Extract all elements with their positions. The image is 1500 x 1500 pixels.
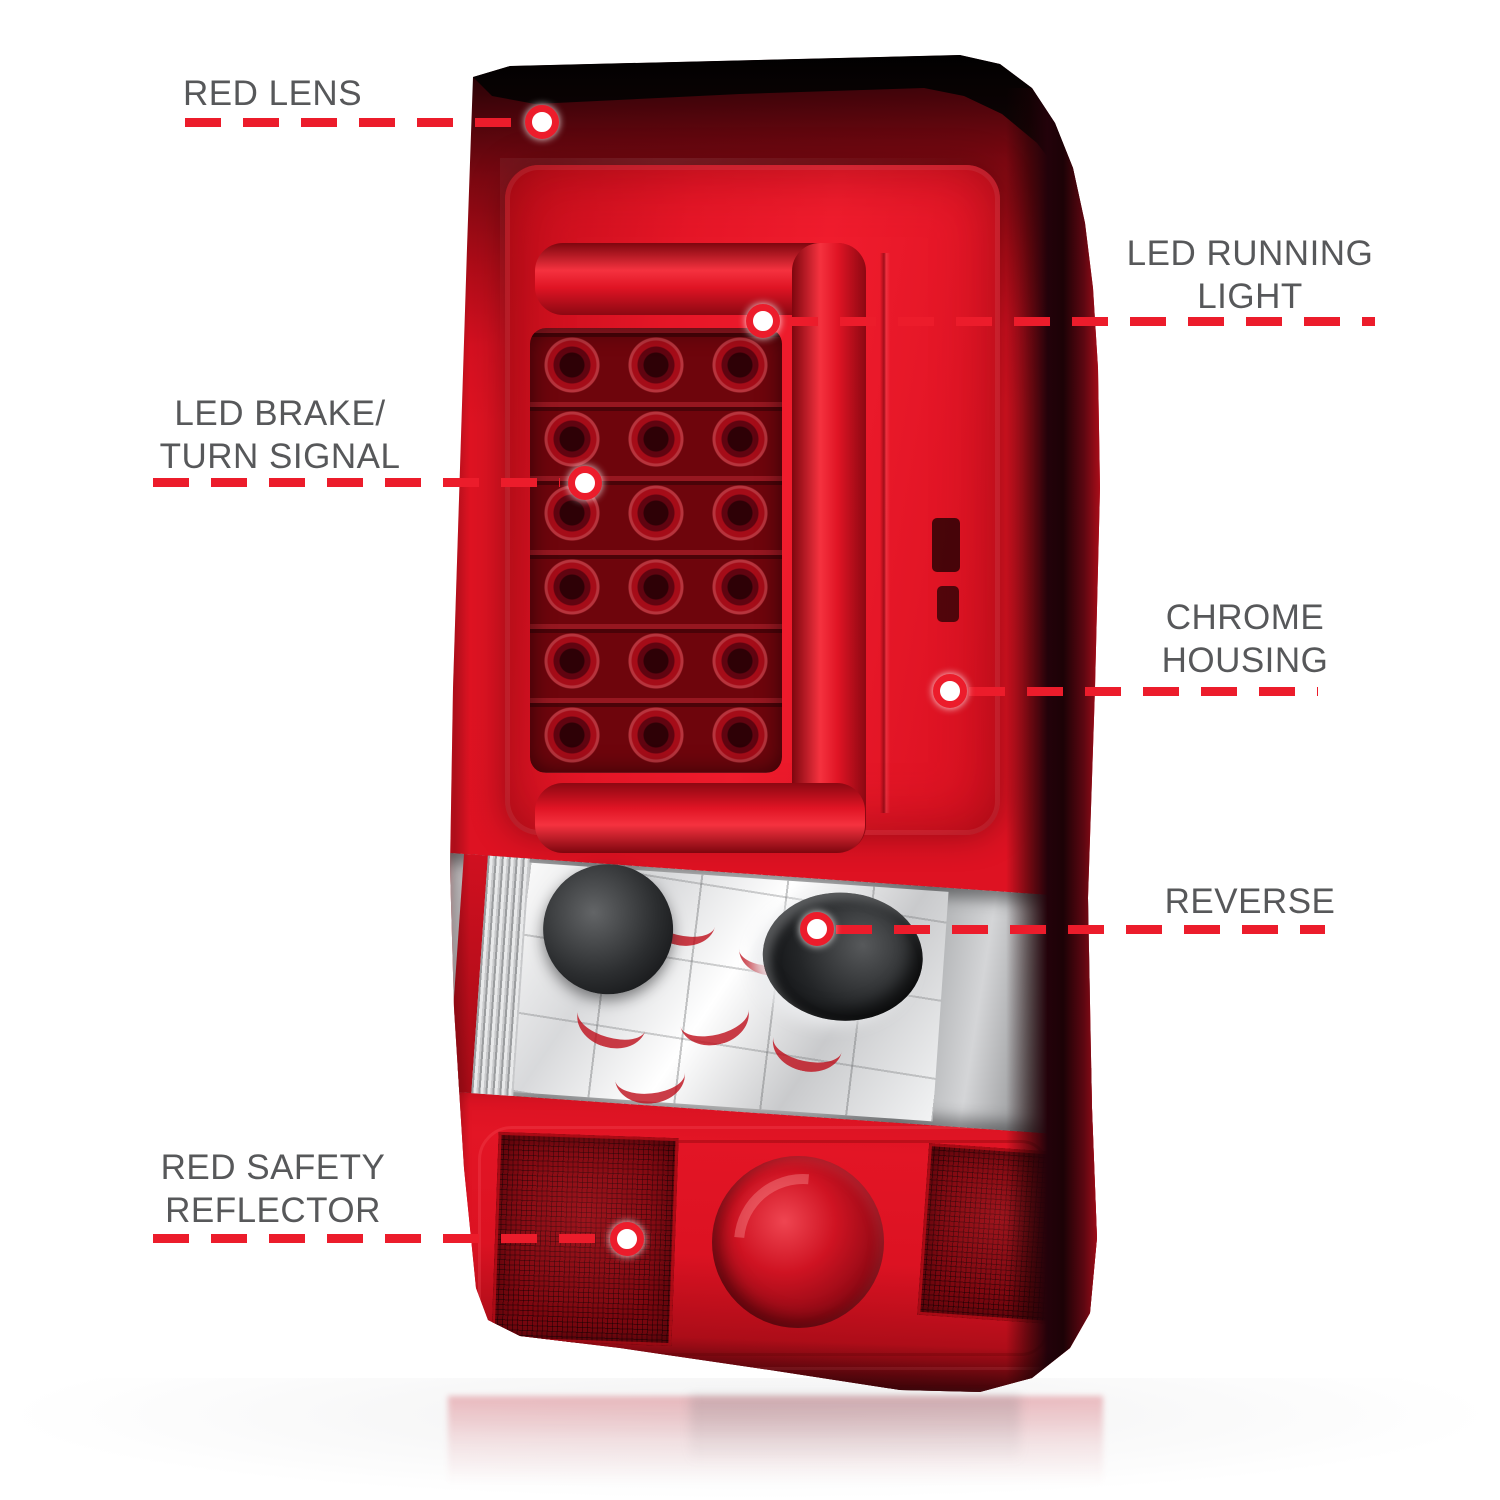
callout-label-line: TURN SIGNAL: [159, 437, 401, 476]
lamp-reflection-chrome: [690, 1396, 1020, 1480]
callout-label-line: LED BRAKE/: [174, 394, 386, 433]
callout-dot-red-lens: [525, 105, 559, 139]
callout-label-red-safety-reflector: RED SAFETY REFLECTOR: [118, 1146, 428, 1232]
callout-dot-chrome-housing: [933, 674, 967, 708]
callout-line-reverse: [836, 925, 1325, 934]
callout-dot-red-safety-reflector: [610, 1222, 644, 1256]
chrome-housing-section: [450, 852, 1098, 1136]
callout-dot-led-brake-turn-signal: [568, 466, 602, 500]
callout-label-reverse: REVERSE: [1164, 882, 1336, 921]
lens-ridge-line: [880, 253, 890, 813]
callout-line-led-brake-turn-signal: [153, 478, 560, 487]
callout-label-line: REFLECTOR: [165, 1191, 381, 1230]
light-bar-tube-bottom: [535, 783, 865, 853]
callout-line-led-running-light: [782, 317, 1375, 326]
callout-label-led-running-light: LED RUNNING LIGHT: [1085, 232, 1415, 318]
callout-line-chrome-housing: [969, 687, 1318, 696]
callout-label-line: HOUSING: [1161, 641, 1329, 680]
callout-line-red-safety-reflector: [153, 1234, 602, 1243]
tail-light-photo: [450, 55, 1100, 1392]
bottom-bulb-housing: [705, 1145, 901, 1341]
callout-label-line: LED RUNNING: [1126, 234, 1374, 273]
lamp-right-dark-edge: [1006, 88, 1100, 1392]
callout-dot-reverse: [800, 912, 834, 946]
callout-label-red-lens: RED LENS: [183, 74, 363, 113]
lamp-left-edge-shade: [450, 64, 470, 1390]
facet-red-accent: [570, 985, 653, 1057]
callout-label-line: LIGHT: [1197, 277, 1303, 316]
callout-label-led-brake-turn-signal: LED BRAKE/ TURN SIGNAL: [125, 392, 435, 478]
light-bar-tube-right: [792, 243, 866, 853]
facet-red-accent: [612, 1046, 688, 1108]
facet-red-accent: [673, 983, 755, 1053]
callout-label-line: CHROME: [1165, 598, 1325, 637]
floor-shading: [0, 1378, 1500, 1500]
callout-label-chrome-housing: CHROME HOUSING: [1085, 596, 1405, 682]
lamp-reflection: [448, 1396, 1103, 1500]
callout-line-red-lens: [185, 118, 515, 127]
bulb-socket-shadow-upper: [932, 518, 960, 572]
callout-dot-led-running-light: [746, 304, 780, 338]
facet-red-accent: [767, 1010, 848, 1079]
led-brake-panel: [530, 328, 782, 773]
callout-label-line: RED SAFETY: [160, 1148, 386, 1187]
bulb-socket-shadow-lower: [937, 586, 959, 622]
